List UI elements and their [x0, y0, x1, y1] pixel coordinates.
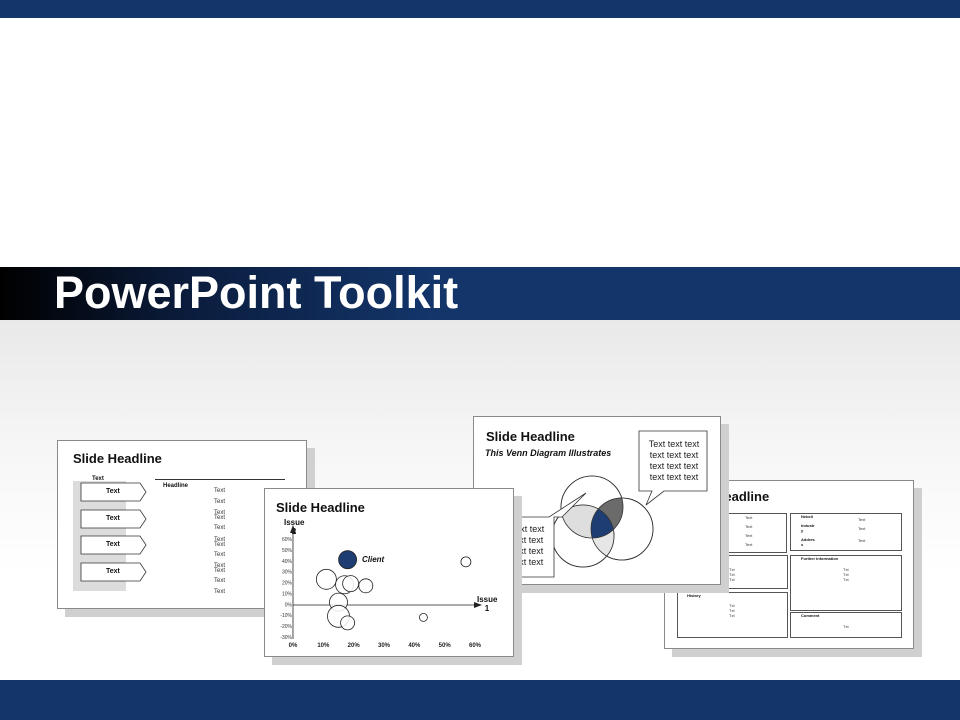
side-value: Text	[858, 517, 866, 522]
top-bar	[0, 0, 960, 18]
y-tick-label: 60%	[282, 537, 293, 543]
y-tick-label: 20%	[282, 581, 293, 587]
side-label: Addres s	[801, 537, 815, 547]
row-text: Text	[214, 510, 226, 516]
panel-heading: Further Information	[801, 556, 839, 561]
slide-headline: Slide Headline	[276, 500, 365, 515]
chevron-shapes	[80, 482, 147, 582]
title-banner: PowerPoint Toolkit	[0, 267, 960, 320]
bottom-bar	[0, 680, 960, 720]
mini-text: Txt	[729, 613, 735, 618]
row-text: Text	[214, 488, 226, 494]
mini-text: Txt	[729, 603, 735, 608]
row-text: Text	[214, 499, 226, 505]
row-text: Text	[214, 568, 226, 574]
table-value: Text	[745, 542, 753, 547]
page-title: PowerPoint Toolkit	[54, 267, 459, 318]
slide-subtitle: This Venn Diagram Illustrates	[485, 448, 612, 458]
chevron-label: Text	[106, 515, 120, 522]
y-tick-label: -20%	[280, 624, 292, 630]
x-tick-label: 20%	[348, 643, 361, 649]
row-text: Text	[214, 525, 226, 531]
row-text: Text	[214, 515, 226, 521]
y-axis-arrow	[290, 525, 296, 533]
further-panel	[790, 555, 902, 611]
x-tick-label: 50%	[439, 643, 452, 649]
mini-text: Txt	[729, 577, 735, 582]
slide-headline: Slide Headline	[486, 429, 575, 444]
y-tick-label: 0%	[285, 602, 293, 608]
chevron-3	[80, 535, 147, 555]
panel-heading: Comment	[801, 613, 820, 618]
chevron-1	[80, 482, 147, 502]
data-bubble	[340, 615, 355, 631]
x-tick-label: 0%	[289, 643, 298, 649]
group-label: Text	[92, 476, 104, 482]
client-bubble	[338, 550, 357, 570]
mini-text: Txt	[843, 624, 849, 629]
row-text: Text	[214, 578, 226, 584]
bubble-chart: 0% 10% 20% 30% 40% 50% 60% 60% 50% 40% 30% 20% 10% 0%…	[280, 525, 482, 649]
history-panel	[677, 592, 788, 638]
data-bubble	[419, 612, 428, 622]
table-value: Text	[745, 515, 753, 520]
mini-text: Txt	[729, 572, 735, 577]
y-tick-label: 10%	[282, 591, 293, 597]
x-tick-label: 40%	[408, 643, 421, 649]
x-tick-label: 30%	[378, 643, 391, 649]
chevron-label: Text	[106, 568, 120, 575]
table-value: Text	[745, 533, 753, 538]
chevron-label: Text	[106, 488, 120, 495]
mini-text: Txt	[729, 608, 735, 613]
panel-heading: History	[687, 593, 701, 598]
callout-left: Text text text text text text text text …	[493, 524, 545, 567]
mini-text: Txt	[843, 567, 849, 572]
y-tick-label: 30%	[282, 570, 293, 576]
callout-right: Text text text text text text text text …	[648, 439, 700, 482]
data-bubble	[315, 568, 337, 590]
x-axis-label: Issue 1	[477, 595, 498, 613]
client-label: Client	[362, 555, 385, 564]
row-text: Text	[214, 537, 226, 543]
side-value: Text	[858, 538, 866, 543]
side-table	[790, 513, 902, 551]
slide-headline: Headline	[715, 489, 770, 504]
row-text: Text	[214, 563, 226, 569]
row-text: Text	[214, 589, 226, 595]
mini-text: Txt	[843, 572, 849, 577]
x-axis-arrow	[474, 602, 482, 608]
data-table	[725, 513, 787, 553]
slide-thumbnail-bubble-chart[interactable]: Slide Headline Issue 2 Issue 1 0%10%20%3…	[264, 488, 514, 657]
row-text: Text	[214, 542, 226, 548]
y-tick-label: 50%	[282, 548, 293, 554]
data-bubble	[358, 578, 374, 594]
column-headline: Headline	[163, 483, 189, 489]
table-value: Text	[745, 524, 753, 529]
y-tick-label: -30%	[280, 635, 292, 641]
slide-headline: Slide Headline	[73, 451, 162, 466]
data-bubble	[460, 556, 472, 568]
chevron-2	[80, 509, 147, 529]
side-value: Text	[858, 526, 866, 531]
comment-panel	[790, 612, 902, 638]
x-tick-label: 60%	[469, 643, 482, 649]
side-label: Nebeli	[801, 514, 814, 519]
chevron-label: Text	[106, 541, 120, 548]
chevron-4	[80, 562, 147, 582]
y-tick-label: -10%	[280, 613, 292, 619]
side-label: Industr y	[801, 523, 815, 533]
callout-right-box	[638, 430, 708, 506]
data-bubble	[342, 575, 360, 593]
x-tick-label: 10%	[317, 643, 330, 649]
row-text: Text	[214, 552, 226, 558]
venn-center	[591, 505, 614, 538]
y-tick-label: 40%	[282, 559, 293, 565]
column-rule	[155, 479, 285, 480]
mini-text: Txt	[729, 567, 735, 572]
mini-text: Txt	[843, 577, 849, 582]
